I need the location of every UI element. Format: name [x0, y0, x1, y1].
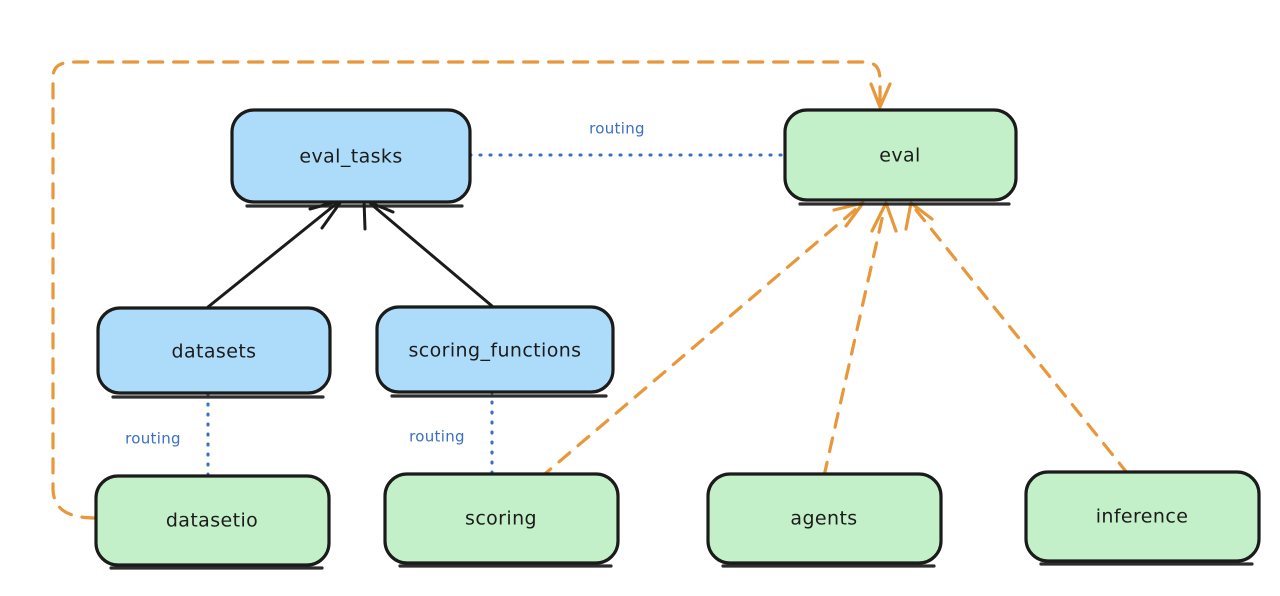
node-scoring-functions[interactable]: scoring_functions [375, 305, 615, 398]
node-inference[interactable]: inference [1024, 470, 1261, 566]
node-label-datasetio: datasetio [166, 510, 258, 532]
node-datasets[interactable]: datasets [96, 306, 332, 399]
edge-agents-eval [822, 201, 898, 478]
edge-label-routing-datasets: routing [125, 430, 181, 448]
edge-label-routing-scoring-functions: routing [409, 428, 465, 446]
node-agents[interactable]: agents [706, 472, 943, 568]
arrowhead-agents-eval [870, 201, 898, 233]
node-label-agents: agents [790, 508, 857, 530]
node-eval[interactable]: eval [783, 108, 1018, 206]
node-eval-tasks[interactable]: eval_tasks [230, 108, 472, 208]
node-label-scoring: scoring [465, 508, 537, 530]
arrowhead-datasets-eval-tasks [308, 198, 344, 230]
edge-scoring-functions-eval-tasks [362, 198, 494, 308]
node-datasetio[interactable]: datasetio [94, 474, 331, 570]
edge-datasetio-eval [51, 60, 892, 520]
edge-inference-eval [904, 201, 1130, 476]
arrowhead-datasetio-eval [869, 82, 892, 109]
node-label-eval-tasks: eval_tasks [299, 146, 402, 168]
node-label-inference: inference [1096, 506, 1189, 528]
node-label-eval: eval [879, 145, 920, 167]
node-scoring[interactable]: scoring [383, 472, 620, 568]
node-label-scoring-functions: scoring_functions [409, 340, 582, 362]
edge-label-routing-eval-tasks: routing [589, 120, 645, 138]
edge-datasets-eval-tasks [206, 198, 344, 309]
node-label-datasets: datasets [172, 341, 257, 363]
arrowhead-scoring-functions-eval-tasks [362, 198, 395, 231]
